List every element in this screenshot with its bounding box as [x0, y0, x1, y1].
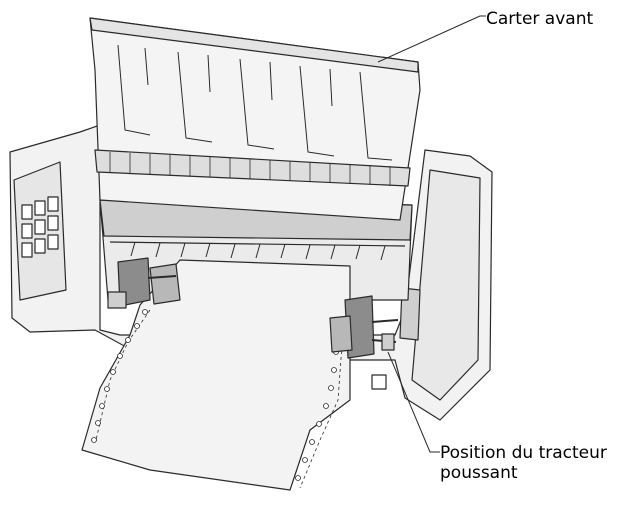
front-cover-lower-band	[94, 149, 411, 187]
paper-guide-teeth	[130, 241, 386, 261]
front-cover-rim	[89, 17, 419, 73]
right-tractor	[329, 295, 399, 359]
left-tractor	[107, 257, 181, 309]
control-panel-buttons	[21, 196, 59, 258]
push-tractor-position-label: Position du tracteur poussant	[440, 443, 607, 483]
paper-guide-rail	[109, 241, 406, 247]
paper-sprocket-holes	[91, 309, 339, 481]
push-tractor-label-line2: poussant	[440, 463, 518, 483]
front-cover-grille	[109, 152, 391, 186]
tractor-leader-line	[387, 351, 440, 453]
front-cover-leader-line	[377, 15, 486, 63]
front-cover-label: Carter avant	[486, 9, 594, 29]
right-side-panel	[411, 169, 481, 401]
front-cover-ribs	[117, 44, 393, 161]
push-tractor-label-line1: Position du tracteur	[440, 443, 607, 463]
right-slot	[399, 287, 421, 341]
right-button	[371, 374, 387, 390]
